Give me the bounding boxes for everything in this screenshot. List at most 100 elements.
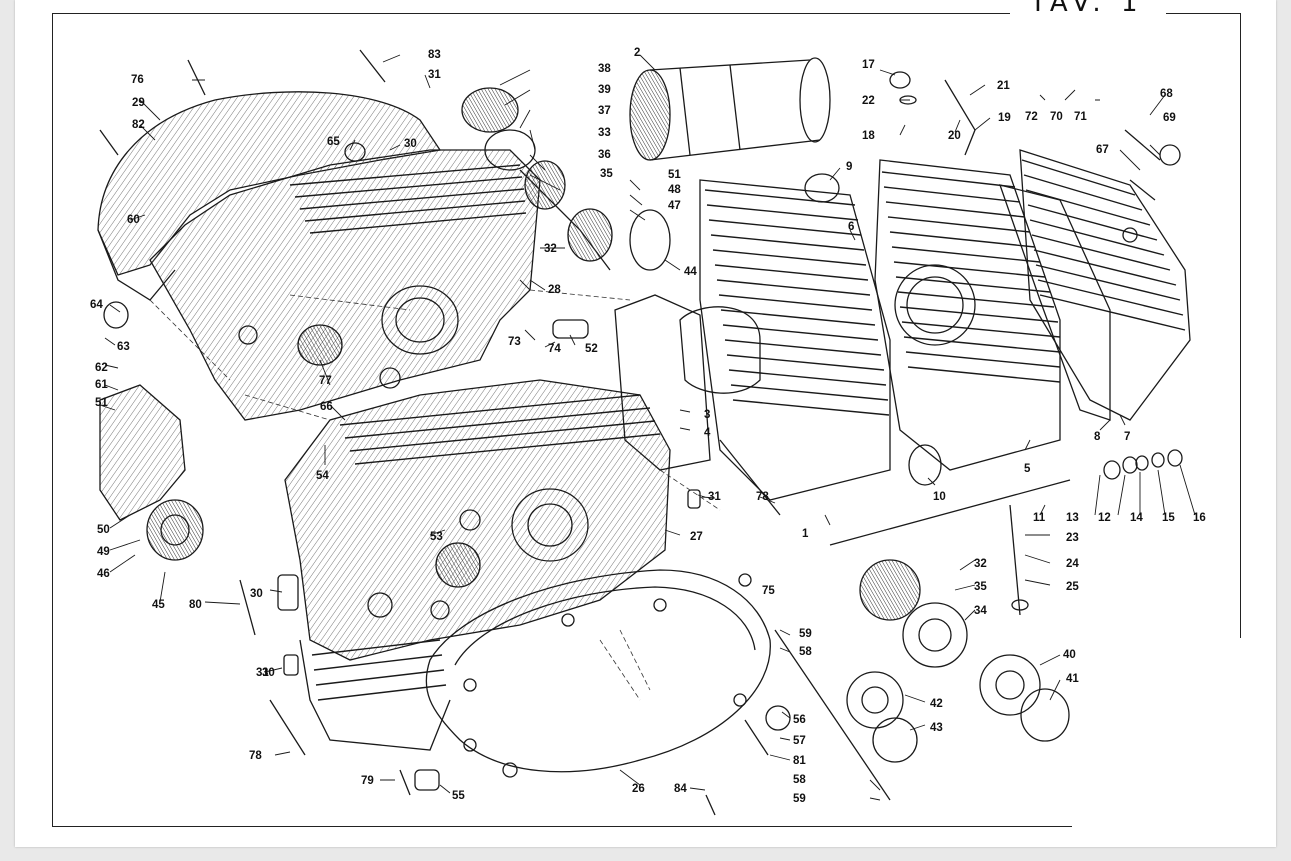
label-45: 45 xyxy=(152,599,165,611)
label-20: 20 xyxy=(948,130,961,142)
label-59-b: 59 xyxy=(793,793,806,805)
label-67: 67 xyxy=(1096,144,1109,156)
label-41: 41 xyxy=(1066,673,1079,685)
label-53: 53 xyxy=(430,531,443,543)
label-79: 79 xyxy=(361,775,374,787)
label-56: 56 xyxy=(793,714,806,726)
crankcase-upper xyxy=(149,149,541,421)
label-1: 1 xyxy=(802,528,809,540)
label-63: 63 xyxy=(117,341,130,353)
label-15: 15 xyxy=(1162,512,1175,524)
label-71: 71 xyxy=(1074,111,1087,123)
label-16: 16 xyxy=(1193,512,1206,524)
label-24: 24 xyxy=(1066,558,1079,570)
label-4: 4 xyxy=(704,427,711,439)
label-82: 82 xyxy=(132,119,145,131)
label-32: 32 xyxy=(544,243,557,255)
label-33: 33 xyxy=(598,127,611,139)
label-59: 59 xyxy=(799,628,812,640)
label-9: 9 xyxy=(846,161,852,173)
label-54: 54 xyxy=(316,470,329,482)
label-75: 75 xyxy=(762,585,775,597)
label-23: 23 xyxy=(1066,532,1079,544)
label-26: 26 xyxy=(632,783,645,795)
label-49: 49 xyxy=(97,546,110,558)
label-81: 81 xyxy=(793,755,806,767)
label-70: 70 xyxy=(1050,111,1063,123)
label-52: 52 xyxy=(585,343,598,355)
label-10: 10 xyxy=(933,491,946,503)
label-74: 74 xyxy=(548,343,561,355)
crankcase-lower xyxy=(284,379,671,661)
frame-top-border-right xyxy=(1166,13,1240,14)
label-18: 18 xyxy=(862,130,875,142)
label-48: 48 xyxy=(668,184,681,196)
label-72: 72 xyxy=(1025,111,1038,123)
cylinder-liner xyxy=(629,57,831,161)
label-12: 12 xyxy=(1098,512,1111,524)
label-35-b: 35 xyxy=(974,581,987,593)
label-39: 39 xyxy=(598,84,611,96)
frame-right-border xyxy=(1240,13,1241,638)
cylinder-right xyxy=(874,159,1061,471)
label-37: 37 xyxy=(598,105,611,117)
cylinder-head xyxy=(1019,149,1191,421)
label-17: 17 xyxy=(862,59,875,71)
label-28: 28 xyxy=(548,284,561,296)
label-47: 47 xyxy=(668,200,681,212)
label-35: 35 xyxy=(600,168,613,180)
frame-left-border xyxy=(52,13,53,826)
label-51-b: 51 xyxy=(95,397,108,409)
label-19: 19 xyxy=(998,112,1011,124)
label-55: 55 xyxy=(452,790,465,802)
label-27: 27 xyxy=(690,531,703,543)
gaskets xyxy=(614,184,1111,471)
bearing-stack-upper xyxy=(461,87,671,271)
label-50: 50 xyxy=(97,524,110,536)
label-64: 64 xyxy=(90,299,103,311)
label-14: 14 xyxy=(1130,512,1143,524)
label-68: 68 xyxy=(1160,88,1173,100)
label-57: 57 xyxy=(793,735,806,747)
label-21: 21 xyxy=(997,80,1010,92)
label-65: 65 xyxy=(327,136,340,148)
label-58-b: 58 xyxy=(793,774,806,786)
label-34: 34 xyxy=(974,605,987,617)
label-80: 80 xyxy=(189,599,202,611)
label-62: 62 xyxy=(95,362,108,374)
label-6: 6 xyxy=(848,221,854,233)
label-2: 2 xyxy=(634,47,640,59)
timing-cover xyxy=(425,569,771,778)
label-73: 73 xyxy=(508,336,521,348)
label-46: 46 xyxy=(97,568,110,580)
label-38: 38 xyxy=(598,63,611,75)
label-31-c: 31 xyxy=(256,667,269,679)
label-83: 83 xyxy=(428,49,441,61)
label-43: 43 xyxy=(930,722,943,734)
label-69: 69 xyxy=(1163,112,1176,124)
label-58: 58 xyxy=(799,646,812,658)
label-77: 77 xyxy=(319,375,332,387)
label-30-b: 30 xyxy=(250,588,263,600)
label-51: 51 xyxy=(668,169,681,181)
assembly-lines xyxy=(149,289,721,511)
bearing-stack-lower xyxy=(846,559,1070,763)
label-30-c: 30 xyxy=(262,667,275,679)
label-66: 66 xyxy=(320,401,333,413)
label-22: 22 xyxy=(862,95,875,107)
label-7: 7 xyxy=(1124,431,1130,443)
label-40: 40 xyxy=(1063,649,1076,661)
frame-bottom-border xyxy=(52,826,1072,827)
label-31: 31 xyxy=(428,69,441,81)
label-42: 42 xyxy=(930,698,943,710)
label-11: 11 xyxy=(1033,512,1046,524)
callout-leaders xyxy=(99,54,1196,801)
label-29: 29 xyxy=(132,97,145,109)
label-30: 30 xyxy=(404,138,417,150)
label-61: 61 xyxy=(95,379,108,391)
label-78-b: 78 xyxy=(249,750,262,762)
cylinder-left xyxy=(679,179,891,501)
label-13: 13 xyxy=(1066,512,1079,524)
frame-top-border xyxy=(52,13,1010,14)
